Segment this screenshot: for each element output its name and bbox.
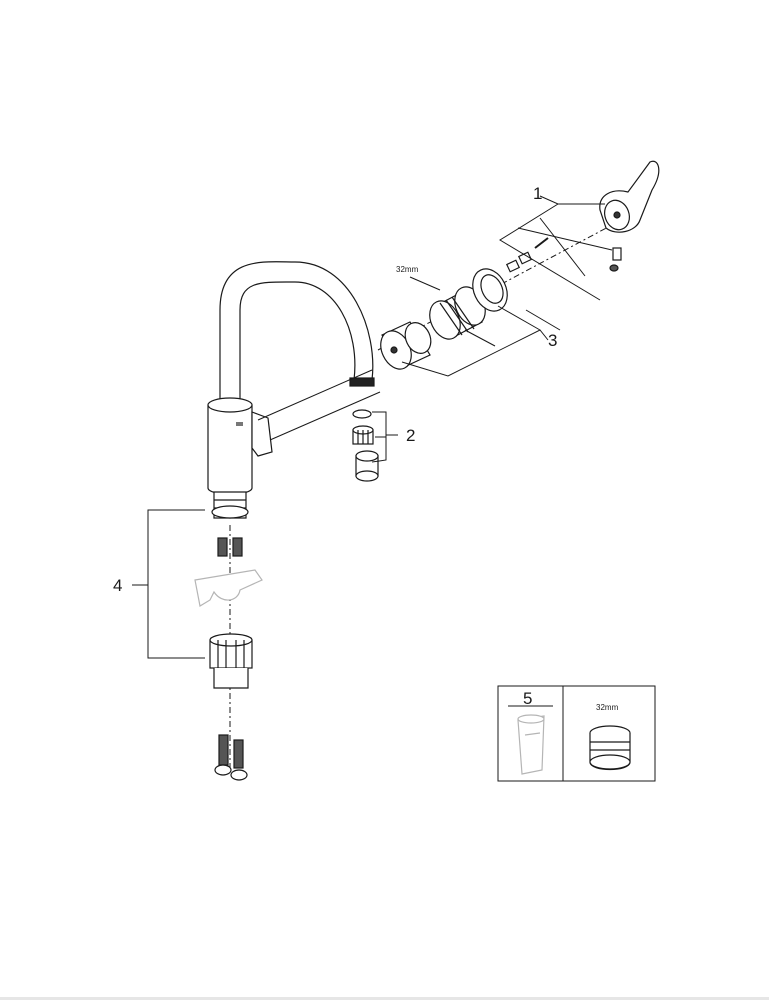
hose-connectors <box>217 537 243 557</box>
spout-tip <box>349 377 375 387</box>
callout-1: 1 <box>533 184 542 203</box>
callout-4-leaders <box>132 509 205 659</box>
tool-box <box>497 685 656 782</box>
aerator-assembly <box>352 409 379 482</box>
base-gasket <box>211 505 249 519</box>
cartridge-nut <box>429 286 486 340</box>
aerator-washer <box>352 409 372 419</box>
logo-mark <box>236 422 243 426</box>
dimension-cartridge-nut: 32mm <box>396 265 419 274</box>
hose-ends <box>214 734 248 781</box>
horseshoe-washer <box>194 569 263 607</box>
grub-screw <box>612 247 622 261</box>
faucet-body <box>207 399 253 495</box>
dimension-tool-nut: 32mm <box>596 703 619 712</box>
cartridge-assembly <box>380 237 549 370</box>
callout-2: 2 <box>406 426 415 445</box>
faucet-assembly <box>207 261 375 519</box>
mounting-nut <box>209 633 253 689</box>
page-bottom-border <box>0 997 769 1000</box>
callout-1-leaders <box>499 195 613 301</box>
aerator-housing <box>355 450 379 482</box>
body-top-ring <box>207 397 253 413</box>
handle-assembly <box>599 160 660 272</box>
callout-3-leaders <box>401 276 561 377</box>
mounting-assembly <box>194 505 263 781</box>
callout-5: 5 <box>523 689 532 708</box>
cartridge <box>380 321 432 370</box>
cartridge-tool <box>517 714 545 775</box>
aerator-insert <box>352 425 374 445</box>
spare-nut <box>589 725 631 771</box>
retaining-ring <box>472 268 508 312</box>
callout-4: 4 <box>113 576 122 595</box>
callout-3: 3 <box>548 331 557 350</box>
small-screw-parts <box>505 237 549 273</box>
screw-cap <box>609 264 619 272</box>
callout-2-leaders <box>371 411 398 463</box>
